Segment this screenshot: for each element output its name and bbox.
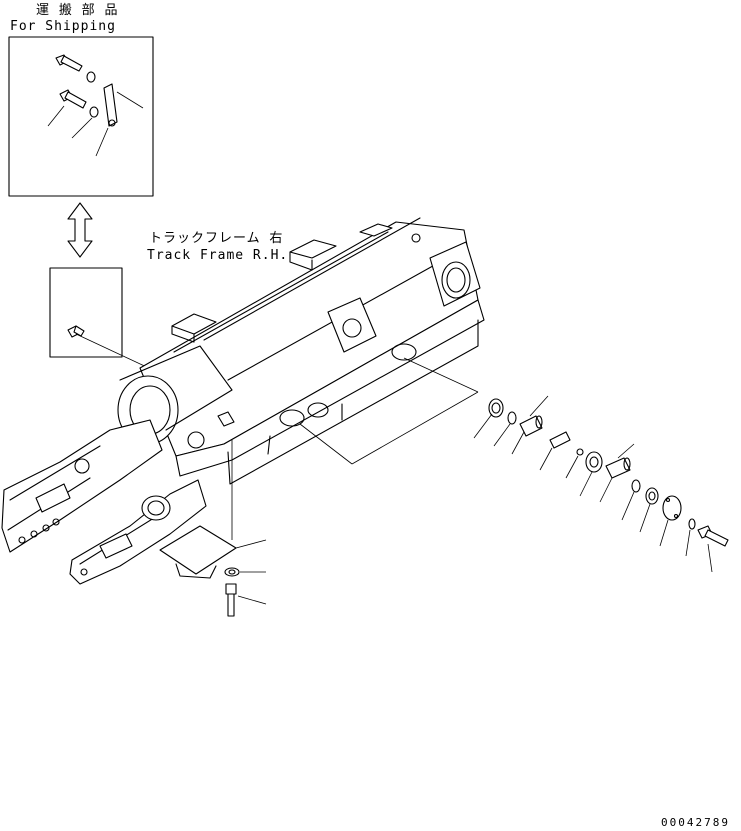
exploded-cap-bolt bbox=[697, 525, 729, 547]
idler-yoke bbox=[1, 419, 163, 553]
leader-bracket bbox=[116, 91, 144, 109]
frame-label-jp: トラックフレーム 右 bbox=[149, 231, 283, 246]
leader-washer bbox=[71, 117, 93, 139]
guard-plate bbox=[159, 525, 237, 579]
double-arrow-icon bbox=[67, 202, 93, 258]
leader-bolt-2 bbox=[237, 595, 267, 605]
exploded-washer bbox=[688, 518, 696, 530]
guard-washer bbox=[224, 567, 240, 577]
leader-plate bbox=[235, 539, 267, 549]
exploded-leaders bbox=[299, 357, 479, 465]
leader-nut bbox=[95, 127, 109, 157]
shipping-inset-frame bbox=[8, 36, 154, 197]
shipping-bolt-upper bbox=[55, 54, 96, 83]
exploded-collar bbox=[645, 487, 659, 505]
exploded-sleeve bbox=[605, 457, 631, 479]
drawing-number: 00042789 bbox=[661, 816, 730, 829]
lower-yoke bbox=[69, 479, 207, 585]
exploded-bearing bbox=[585, 451, 603, 473]
detail-inset-frame bbox=[49, 267, 123, 358]
shipping-label-en: For Shipping bbox=[10, 19, 116, 34]
leader-bolt bbox=[47, 105, 65, 127]
exploded-pin bbox=[549, 431, 571, 449]
exploded-seal bbox=[488, 398, 504, 418]
shipping-label-jp: 運 搬 部 品 bbox=[36, 3, 118, 18]
shipping-bolt-lower bbox=[59, 89, 99, 118]
guard-bolt bbox=[225, 583, 237, 617]
exploded-ring-1 bbox=[507, 411, 517, 425]
part-leaders bbox=[473, 395, 713, 573]
frame-label-en: Track Frame R.H. bbox=[147, 248, 288, 263]
exploded-ring-2 bbox=[631, 479, 641, 493]
exploded-small-bolt bbox=[576, 448, 584, 456]
detail-plug bbox=[67, 325, 85, 338]
shipping-bracket bbox=[103, 83, 118, 127]
exploded-cap bbox=[662, 495, 682, 521]
